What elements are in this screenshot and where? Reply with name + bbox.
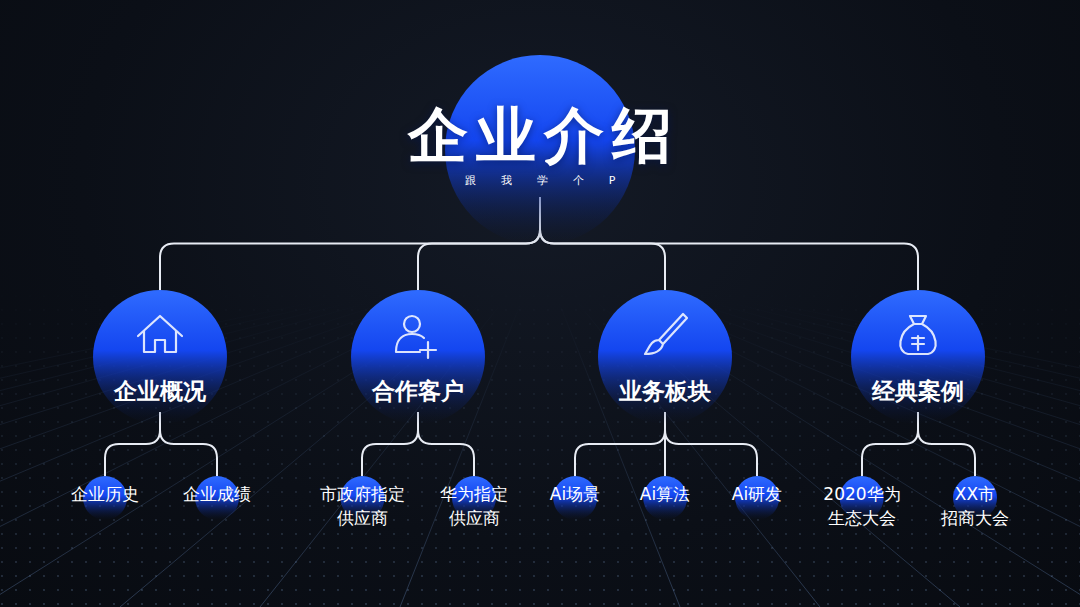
item-node: Ai研发 <box>726 476 788 510</box>
subtitle-text: 跟我学个P <box>375 173 705 189</box>
category-node: 业务板块 <box>590 290 740 412</box>
category-node: 合作客户 <box>343 290 493 412</box>
category-icon <box>900 316 935 354</box>
title-node: 企业介绍跟我学个P <box>375 55 705 197</box>
item-label: XX市 招商大会 <box>941 482 1009 530</box>
item-label: Ai研发 <box>732 482 782 506</box>
item-label: 市政府指定 供应商 <box>320 482 405 530</box>
category-label: 业务板块 <box>590 376 740 406</box>
grid-ray <box>720 300 1080 607</box>
item-label: 华为指定 供应商 <box>440 482 508 530</box>
category-label: 企业概况 <box>85 376 235 406</box>
item-node: XX市 招商大会 <box>935 476 1015 534</box>
grid-ray <box>540 300 541 607</box>
category-icon <box>645 314 687 354</box>
grid-ray <box>756 300 1080 607</box>
item-label: 2020华为 生态大会 <box>823 482 900 530</box>
item-node: 华为指定 供应商 <box>434 476 514 534</box>
category-node: 企业概况 <box>85 290 235 412</box>
item-label: 企业历史 <box>71 482 139 506</box>
item-label: Ai场景 <box>550 482 600 506</box>
category-icon <box>138 316 182 352</box>
category-label: 合作客户 <box>343 376 493 406</box>
item-node: 2020华为 生态大会 <box>817 476 906 534</box>
item-node: 企业历史 <box>65 476 145 510</box>
item-label: Ai算法 <box>640 482 690 506</box>
item-label: 企业成绩 <box>183 482 251 506</box>
title-text: 企业介绍 <box>375 99 705 171</box>
item-node: 企业成绩 <box>177 476 257 510</box>
item-node: Ai场景 <box>544 476 606 510</box>
category-icon <box>396 316 436 358</box>
item-node: 市政府指定 供应商 <box>314 476 411 534</box>
category-node: 经典案例 <box>843 290 993 412</box>
item-node: Ai算法 <box>634 476 696 510</box>
category-label: 经典案例 <box>843 376 993 406</box>
